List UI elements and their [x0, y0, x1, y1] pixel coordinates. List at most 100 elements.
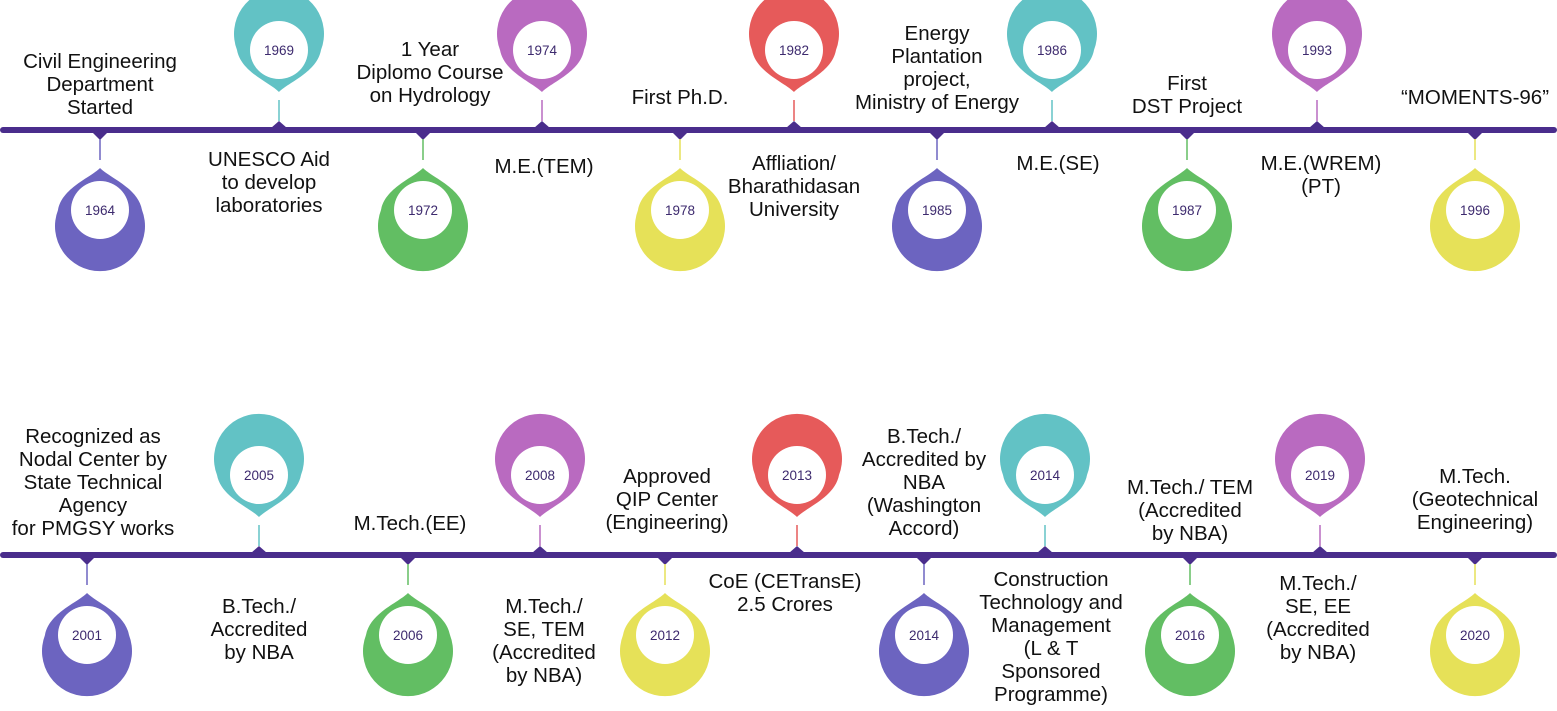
- marker-arrow: [251, 546, 267, 553]
- marker-arrow: [1467, 132, 1483, 140]
- pin-inner-circle: [636, 606, 694, 664]
- marker-arrow: [92, 132, 108, 140]
- milestone-description: B.Tech./ Accredited by NBA: [210, 595, 308, 664]
- marker-arrow: [1309, 121, 1325, 128]
- pin-inner-circle: [1161, 606, 1219, 664]
- milestone-description: Civil Engineering Department Started: [23, 50, 177, 119]
- milestone-description: Affliation/ Bharathidasan University: [727, 152, 861, 221]
- milestone-description: First DST Project: [1131, 72, 1243, 118]
- marker-arrow: [789, 546, 805, 553]
- milestone-marker: 2001: [41, 557, 132, 697]
- year-label: 1982: [779, 43, 809, 58]
- milestone-marker: 1982: [749, 0, 839, 128]
- marker-arrow: [79, 557, 95, 565]
- milestone-marker: 1978: [635, 132, 725, 272]
- year-label: 1972: [408, 203, 438, 218]
- milestone-description: Approved QIP Center (Engineering): [605, 465, 729, 534]
- year-label: 2014: [909, 628, 940, 643]
- year-label: 2006: [393, 628, 423, 643]
- marker-arrow: [1044, 121, 1060, 128]
- pin-inner-circle: [651, 181, 709, 239]
- timeline-row: 1964 1969 1972 1974 1978 1982 1985 1986 1987 1993…: [0, 0, 1557, 272]
- milestone-description: M.Tech./ SE, EE (Accredited by NBA): [1266, 572, 1370, 664]
- year-label: 2020: [1460, 628, 1490, 643]
- pin-inner-circle: [768, 446, 826, 504]
- milestone-marker: 2008: [495, 413, 585, 553]
- milestone-description: M.Tech./ SE, TEM (Accredited by NBA): [492, 595, 596, 687]
- marker-arrow: [400, 557, 416, 565]
- year-label: 1985: [922, 203, 952, 218]
- milestone-description: M.E.(WREM) (PT): [1260, 152, 1382, 198]
- milestone-description: M.Tech./ TEM (Accredited by NBA): [1126, 476, 1254, 545]
- pin-inner-circle: [230, 446, 288, 504]
- milestone-description: CoE (CETransE) 2.5 Crores: [708, 570, 862, 616]
- pin-inner-circle: [895, 606, 953, 664]
- milestone-marker: 1986: [1007, 0, 1097, 128]
- pin-inner-circle: [71, 181, 129, 239]
- milestone-description: B.Tech./ Accredited by NBA (Washington A…: [861, 425, 987, 540]
- milestone-marker: 2005: [214, 413, 304, 553]
- milestone-marker: 2014: [879, 557, 969, 697]
- pin-inner-circle: [765, 21, 823, 79]
- milestone-description: M.E.(SE): [1016, 152, 1100, 175]
- timeline-row: 2001 2005 2006 2008 2012 2013 2014 2014 2016 2019…: [0, 413, 1557, 697]
- year-label: 2001: [72, 628, 102, 643]
- milestone-marker: 2016: [1145, 557, 1235, 697]
- milestone-marker: 1964: [54, 132, 145, 272]
- year-label: 2008: [525, 468, 555, 483]
- milestone-description: Recognized as Nodal Center by State Tech…: [11, 425, 175, 540]
- year-label: 1996: [1460, 203, 1490, 218]
- milestone-description: 1 Year Diplomo Course on Hydrology: [356, 38, 504, 107]
- year-label: 1974: [527, 43, 558, 58]
- milestone-description: UNESCO Aid to develop laboratories: [208, 148, 330, 217]
- pin-inner-circle: [394, 181, 452, 239]
- marker-arrow: [532, 546, 548, 553]
- milestone-marker: 1996: [1430, 132, 1520, 272]
- pin-inner-circle: [1291, 446, 1349, 504]
- milestone-marker: 1993: [1272, 0, 1362, 128]
- pin-inner-circle: [58, 606, 116, 664]
- milestone-description: M.Tech.(EE): [353, 512, 467, 535]
- milestone-marker: 2020: [1430, 557, 1520, 697]
- pin-inner-circle: [1158, 181, 1216, 239]
- marker-arrow: [271, 121, 287, 128]
- marker-arrow: [929, 132, 945, 140]
- timeline-axis-line: [0, 127, 1557, 133]
- milestone-marker: 2012: [620, 557, 710, 697]
- milestone-marker: 2013: [752, 413, 842, 553]
- marker-arrow: [1037, 546, 1053, 553]
- milestone-marker: 2019: [1275, 413, 1365, 553]
- year-label: 1969: [264, 43, 294, 58]
- milestone-marker: 1987: [1142, 132, 1232, 272]
- year-label: 1978: [665, 203, 695, 218]
- milestone-marker: 2014: [1000, 413, 1090, 553]
- year-label: 2005: [244, 468, 274, 483]
- year-label: 1993: [1302, 43, 1332, 58]
- milestone-description: Energy Plantation project, Ministry of E…: [854, 22, 1020, 114]
- year-label: 2019: [1305, 468, 1335, 483]
- year-label: 2013: [782, 468, 812, 483]
- pin-inner-circle: [1446, 181, 1504, 239]
- marker-arrow: [916, 557, 932, 565]
- milestone-marker: 1985: [892, 132, 982, 272]
- marker-arrow: [415, 132, 431, 140]
- marker-arrow: [1467, 557, 1483, 565]
- year-label: 1987: [1172, 203, 1202, 218]
- milestone-marker: 2006: [363, 557, 453, 697]
- marker-arrow: [786, 121, 802, 128]
- year-label: 2012: [650, 628, 680, 643]
- milestone-description: First Ph.D.: [631, 86, 729, 109]
- pin-inner-circle: [513, 21, 571, 79]
- milestone-description: Construction Technology and Management (…: [979, 568, 1123, 706]
- milestone-description: M.E.(TEM): [494, 155, 594, 178]
- pin-inner-circle: [908, 181, 966, 239]
- marker-arrow: [1179, 132, 1195, 140]
- marker-arrow: [657, 557, 673, 565]
- pin-inner-circle: [379, 606, 437, 664]
- year-label: 2016: [1175, 628, 1205, 643]
- pin-inner-circle: [1016, 446, 1074, 504]
- year-label: 2014: [1030, 468, 1061, 483]
- marker-arrow: [672, 132, 688, 140]
- pin-inner-circle: [1446, 606, 1504, 664]
